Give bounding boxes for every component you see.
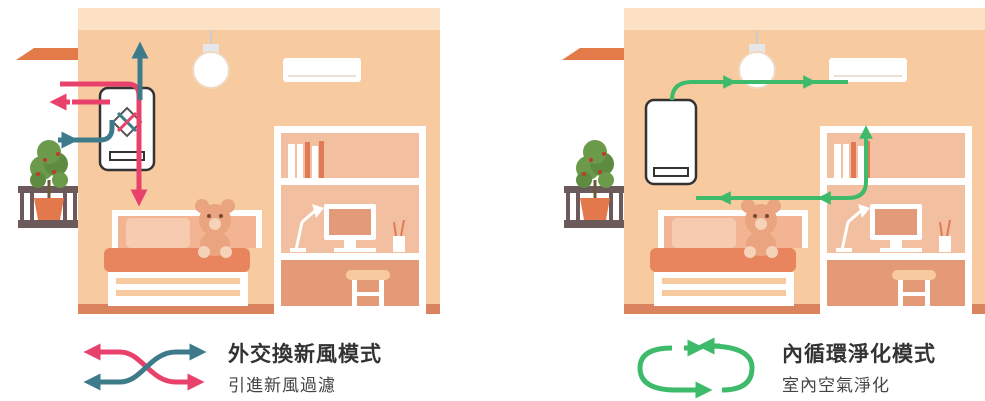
exhaust-air-out-arrow <box>58 41 149 149</box>
circular-arrows-icon <box>637 337 755 399</box>
crossing-arrows-icon <box>83 343 207 391</box>
room-internal-mode <box>560 6 985 316</box>
exchange-mode-subtitle: 引進新風過濾 <box>228 376 336 396</box>
exchange-mode-title: 外交換新風模式 <box>228 342 382 366</box>
internal-mode-title: 內循環淨化模式 <box>782 342 936 366</box>
purifier-unit <box>644 98 698 186</box>
room-exchange-mode <box>14 6 442 316</box>
internal-mode-subtitle: 室內空氣淨化 <box>782 376 890 396</box>
circulation-loop-arrow <box>670 75 873 205</box>
